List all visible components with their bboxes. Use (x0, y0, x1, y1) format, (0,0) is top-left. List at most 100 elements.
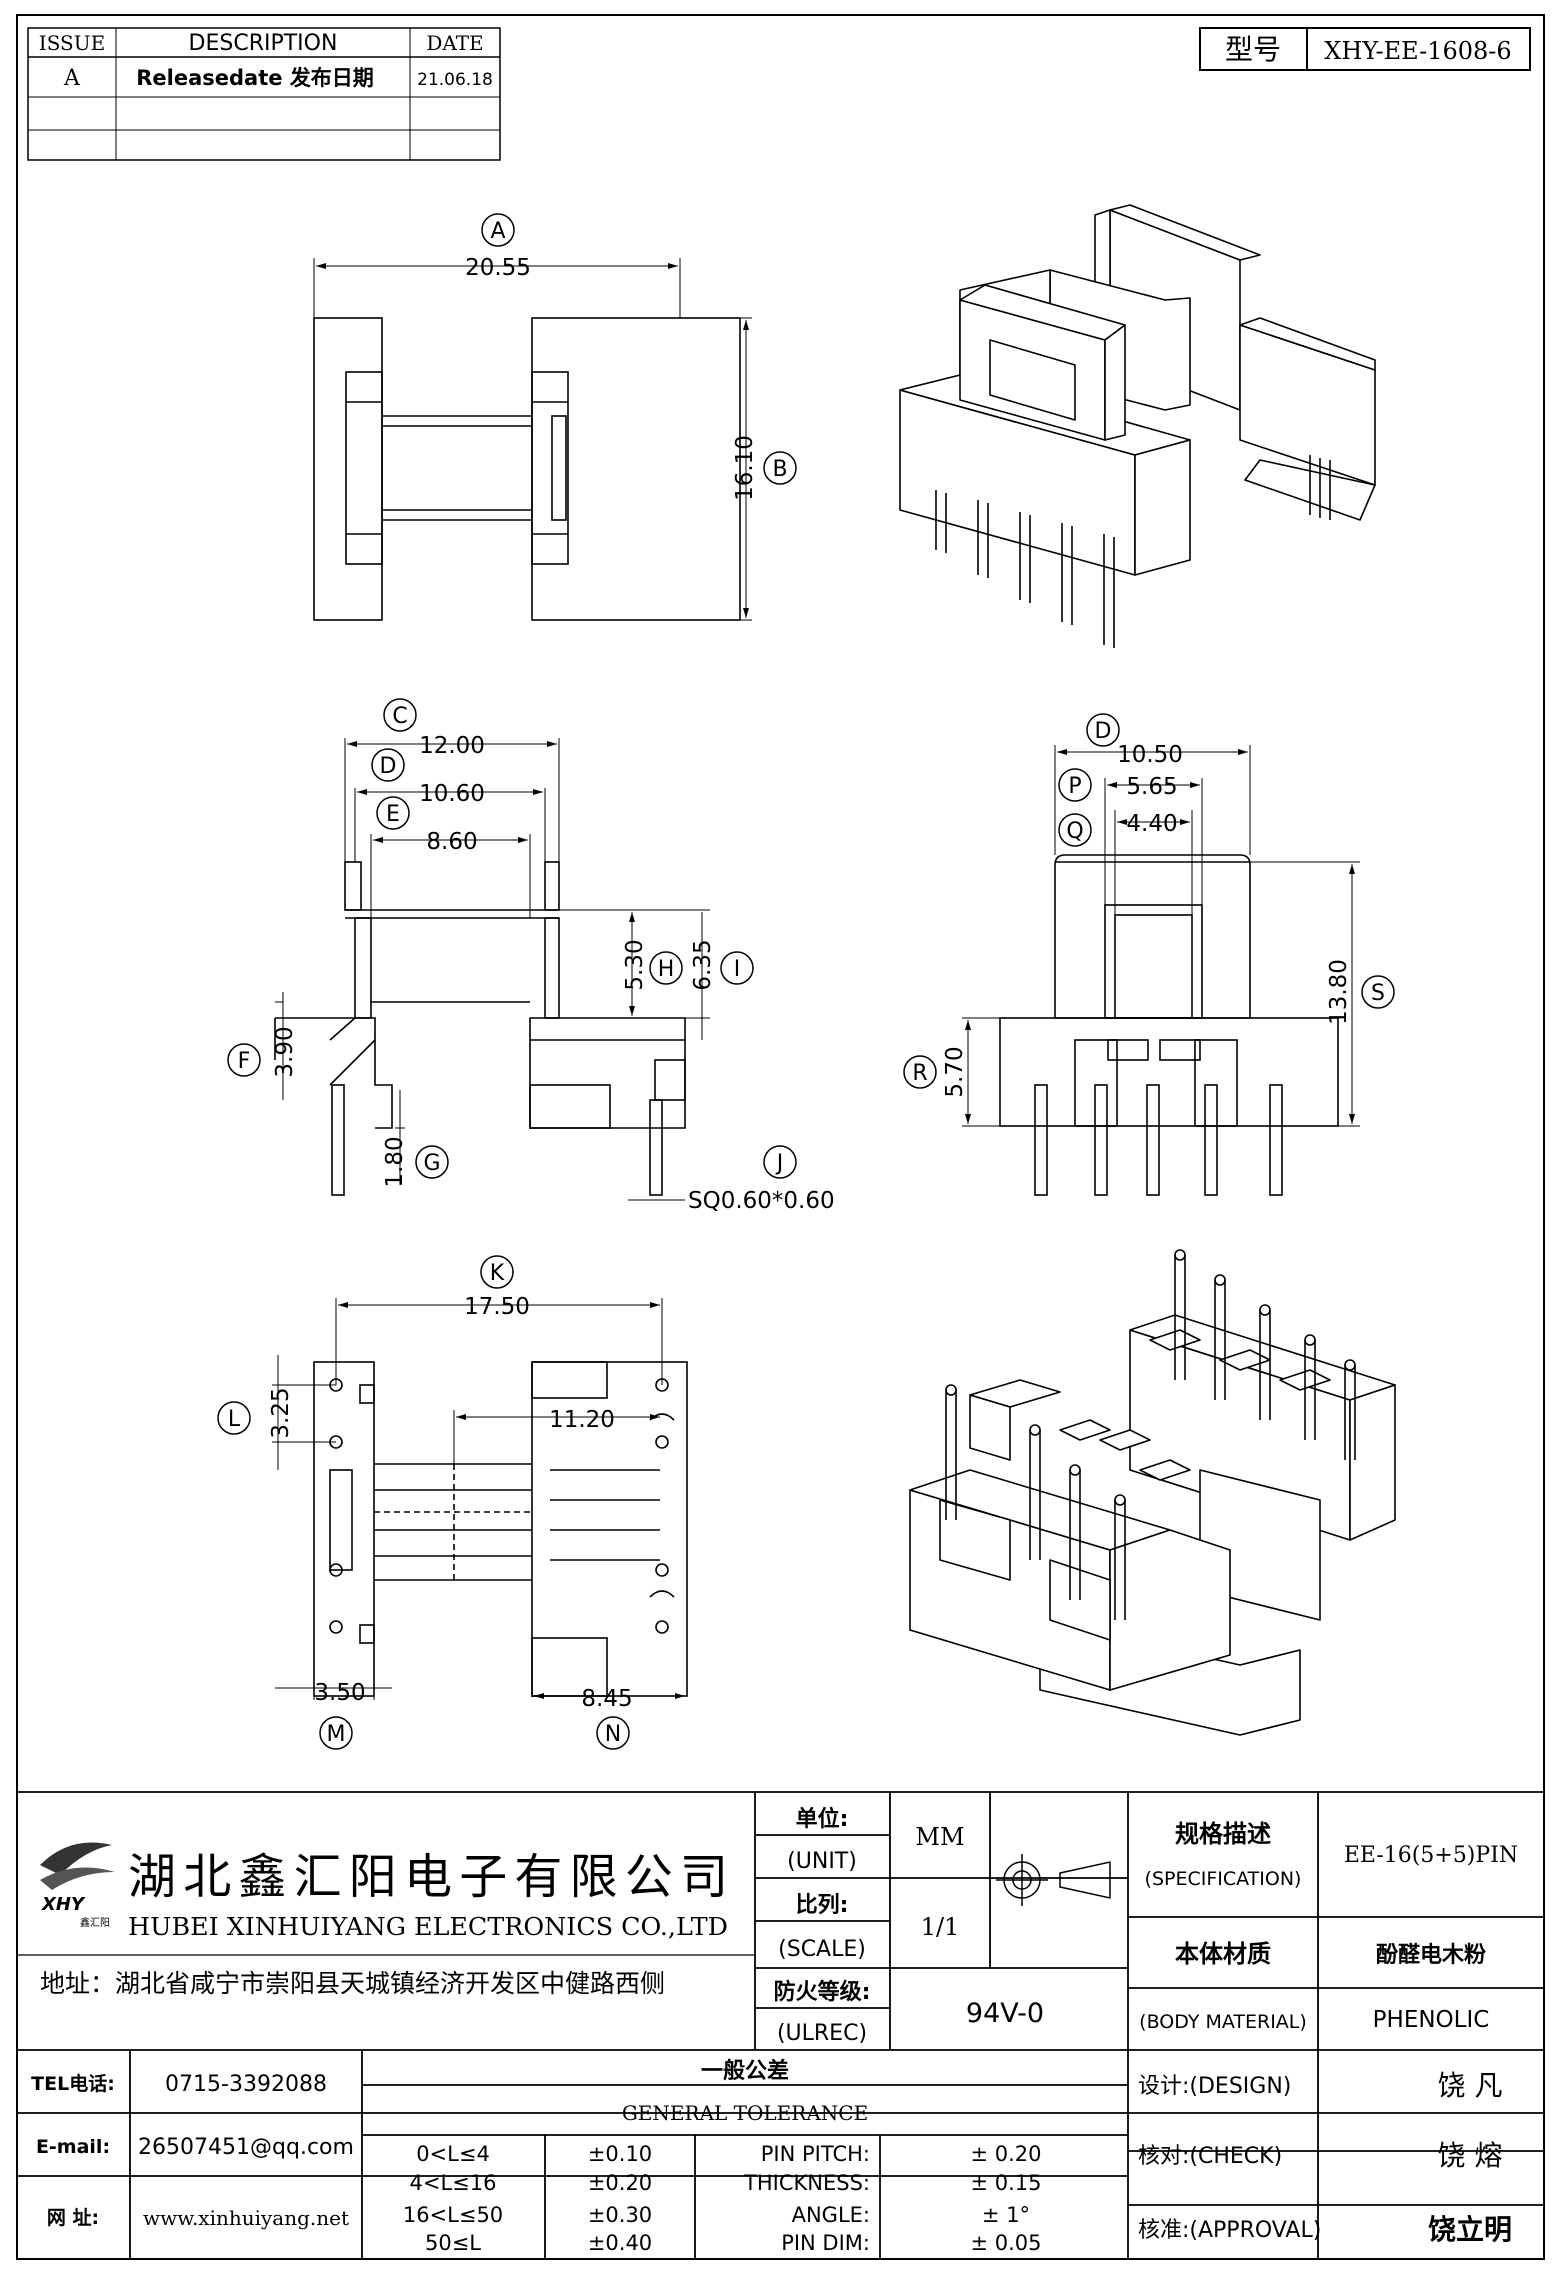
tel-value: 0715-3392088 (165, 2072, 327, 2097)
tolerance-range-3: 16<L≤50 (403, 2203, 503, 2227)
tolerance-title-cn: 一般公差 (701, 2058, 789, 2084)
signoff-block: 设计:(DESIGN) 饶 凡 核对:(CHECK) 饶 熔 核准:(APPRO… (1138, 2069, 1512, 2246)
tolerance-value-3: ±0.30 (588, 2203, 652, 2227)
dim-k-callout: K 17.50 (464, 1255, 530, 1320)
contact-block: TEL电话: 0715-3392088 E-mail: 26507451@qq.… (31, 2072, 354, 2230)
tolerance-range-1: 0<L≤4 (416, 2142, 490, 2166)
dim-l-value: 3.25 (268, 1387, 294, 1438)
dim-p-value: 5.65 (1126, 774, 1177, 800)
dim-o-value: 10.50 (1117, 742, 1183, 768)
design-name: 饶 凡 (1438, 2069, 1503, 2102)
svg-text:H: H (658, 957, 675, 982)
svg-text:J: J (775, 1151, 784, 1176)
revision-row-date: 21.06.18 (417, 70, 493, 90)
dim-n-value: 8.45 (581, 1686, 632, 1712)
ulrec-label-cn: 防火等级: (774, 1979, 871, 2005)
company-name-en: HUBEI XINHUIYANG ELECTRONICS CO.,LTD (128, 1913, 728, 1941)
email-label: E-mail: (36, 2136, 110, 2158)
dim-c-value: 12.00 (419, 733, 485, 759)
logo-subtext: 鑫汇阳 (80, 1916, 110, 1929)
revision-row-issue: A (63, 66, 81, 91)
email-value: 26507451@qq.com (138, 2135, 354, 2160)
spec-pin-dim-value: ± 0.05 (970, 2231, 1041, 2255)
dim-g-callout: 1.80 G (382, 1136, 449, 1188)
svg-text:K: K (490, 1261, 505, 1286)
dim-r-value: 5.70 (942, 1046, 968, 1097)
svg-text:Q: Q (1066, 819, 1083, 844)
unit-label-cn: 单位: (796, 1806, 849, 1832)
revision-header-description: DESCRIPTION (189, 31, 338, 56)
unit-label-en: (UNIT) (787, 1849, 857, 1874)
tolerance-value-2: ±0.20 (588, 2171, 652, 2195)
material-label-en: (BODY MATERIAL) (1139, 2011, 1307, 2033)
sheet-border (16, 14, 1545, 2260)
dim-r-callout: R 5.70 (903, 1046, 968, 1098)
svg-text:R: R (912, 1061, 927, 1086)
revision-header-date: DATE (426, 31, 483, 55)
unit-value: MM (915, 1823, 964, 1851)
dim-e-value: 8.60 (426, 829, 477, 855)
company-logo: XHY 鑫汇阳 (40, 1842, 115, 1929)
tolerance-range-2: 4<L≤16 (410, 2171, 497, 2195)
scale-label-en: (SCALE) (778, 1937, 866, 1962)
dim-b-callout: 16.10 B (732, 435, 797, 501)
dim-h-callout: 5.30 H (622, 939, 683, 991)
iso-view-top (899, 204, 1376, 648)
approval-label: 核准:(APPROVAL) (1138, 2218, 1321, 2243)
web-label: 网 址: (47, 2207, 99, 2229)
dim-p-callout: P 5.65 (1058, 768, 1178, 802)
svg-text:I: I (734, 957, 741, 982)
tolerance-title-en: GENERAL TOLERANCE (622, 2101, 868, 2125)
company-block: XHY 鑫汇阳 湖北鑫汇阳电子有限公司 HUBEI XINHUIYANG ELE… (17, 1842, 755, 1998)
svg-text:C: C (392, 704, 407, 729)
svg-text:D: D (380, 754, 397, 779)
tolerance-value-1: ±0.10 (588, 2142, 652, 2166)
tolerance-value-4: ±0.40 (588, 2231, 652, 2255)
tel-label: TEL电话: (31, 2072, 115, 2095)
dim-m-callout: 3.50 M (314, 1680, 366, 1750)
title-block-fields: 单位: (UNIT) MM 比列: (SCALE) 1/1 防火等级: (ULR… (774, 1806, 1519, 2046)
dim-h-value: 5.30 (622, 939, 648, 990)
check-name: 饶 熔 (1438, 2139, 1503, 2172)
dim-s-value: 13.80 (1326, 959, 1352, 1025)
svg-text:B: B (772, 457, 787, 482)
spec-angle-value: ± 1° (982, 2203, 1030, 2227)
company-address: 地址：湖北省咸宁市崇阳县天城镇经济开发区中健路西侧 (40, 1969, 665, 1998)
model-value: XHY-EE-1608-6 (1324, 37, 1511, 65)
dim-c-callout: C 12.00 (383, 698, 485, 759)
dim-e-callout: E 8.60 (376, 796, 478, 855)
svg-text:E: E (386, 802, 400, 827)
dim-a-callout: A 20.55 (465, 213, 531, 281)
dim-a-value: 20.55 (465, 255, 531, 281)
spec-pin-pitch-label: PIN PITCH: (761, 2142, 870, 2166)
design-label: 设计:(DESIGN) (1138, 2074, 1291, 2099)
svg-text:M: M (327, 1722, 346, 1747)
svg-text:F: F (238, 1049, 251, 1074)
svg-text:N: N (605, 1722, 621, 1747)
revision-table: ISSUE DESCRIPTION DATE A Releasedate 发布日… (27, 27, 501, 161)
dim-inner-pitch-value: 11.20 (549, 1407, 615, 1433)
ulrec-label-en: (ULREC) (777, 2021, 867, 2046)
side-view (962, 745, 1360, 1196)
dim-k-value: 17.50 (464, 1294, 530, 1320)
dim-g-value: 1.80 (382, 1136, 408, 1187)
logo-text: XHY (41, 1894, 86, 1915)
spec-thickness-value: ± 0.15 (970, 2171, 1041, 2195)
material-value-cn: 酚醛电木粉 (1376, 1943, 1486, 1968)
material-value-en: PHENOLIC (1373, 2007, 1490, 2033)
dim-f-callout: F 3.90 (227, 1026, 298, 1078)
scale-label-cn: 比列: (796, 1893, 849, 1918)
revision-row-description: Releasedate 发布日期 (136, 66, 374, 90)
ulrec-value: 94V-0 (966, 1998, 1044, 2029)
dim-q-callout: Q 4.40 (1058, 811, 1178, 847)
approval-name: 饶立明 (1428, 2213, 1512, 2246)
top-view (313, 258, 752, 621)
iso-pins-top (935, 455, 1331, 648)
company-name-cn: 湖北鑫汇阳电子有限公司 (128, 1849, 728, 1905)
spec-angle-label: ANGLE: (792, 2203, 870, 2227)
svg-text:S: S (1371, 981, 1385, 1006)
model-box: 型号 XHY-EE-1608-6 (1199, 27, 1531, 71)
model-label: 型号 (1225, 33, 1281, 66)
projection-symbol-icon (996, 1854, 1111, 1906)
